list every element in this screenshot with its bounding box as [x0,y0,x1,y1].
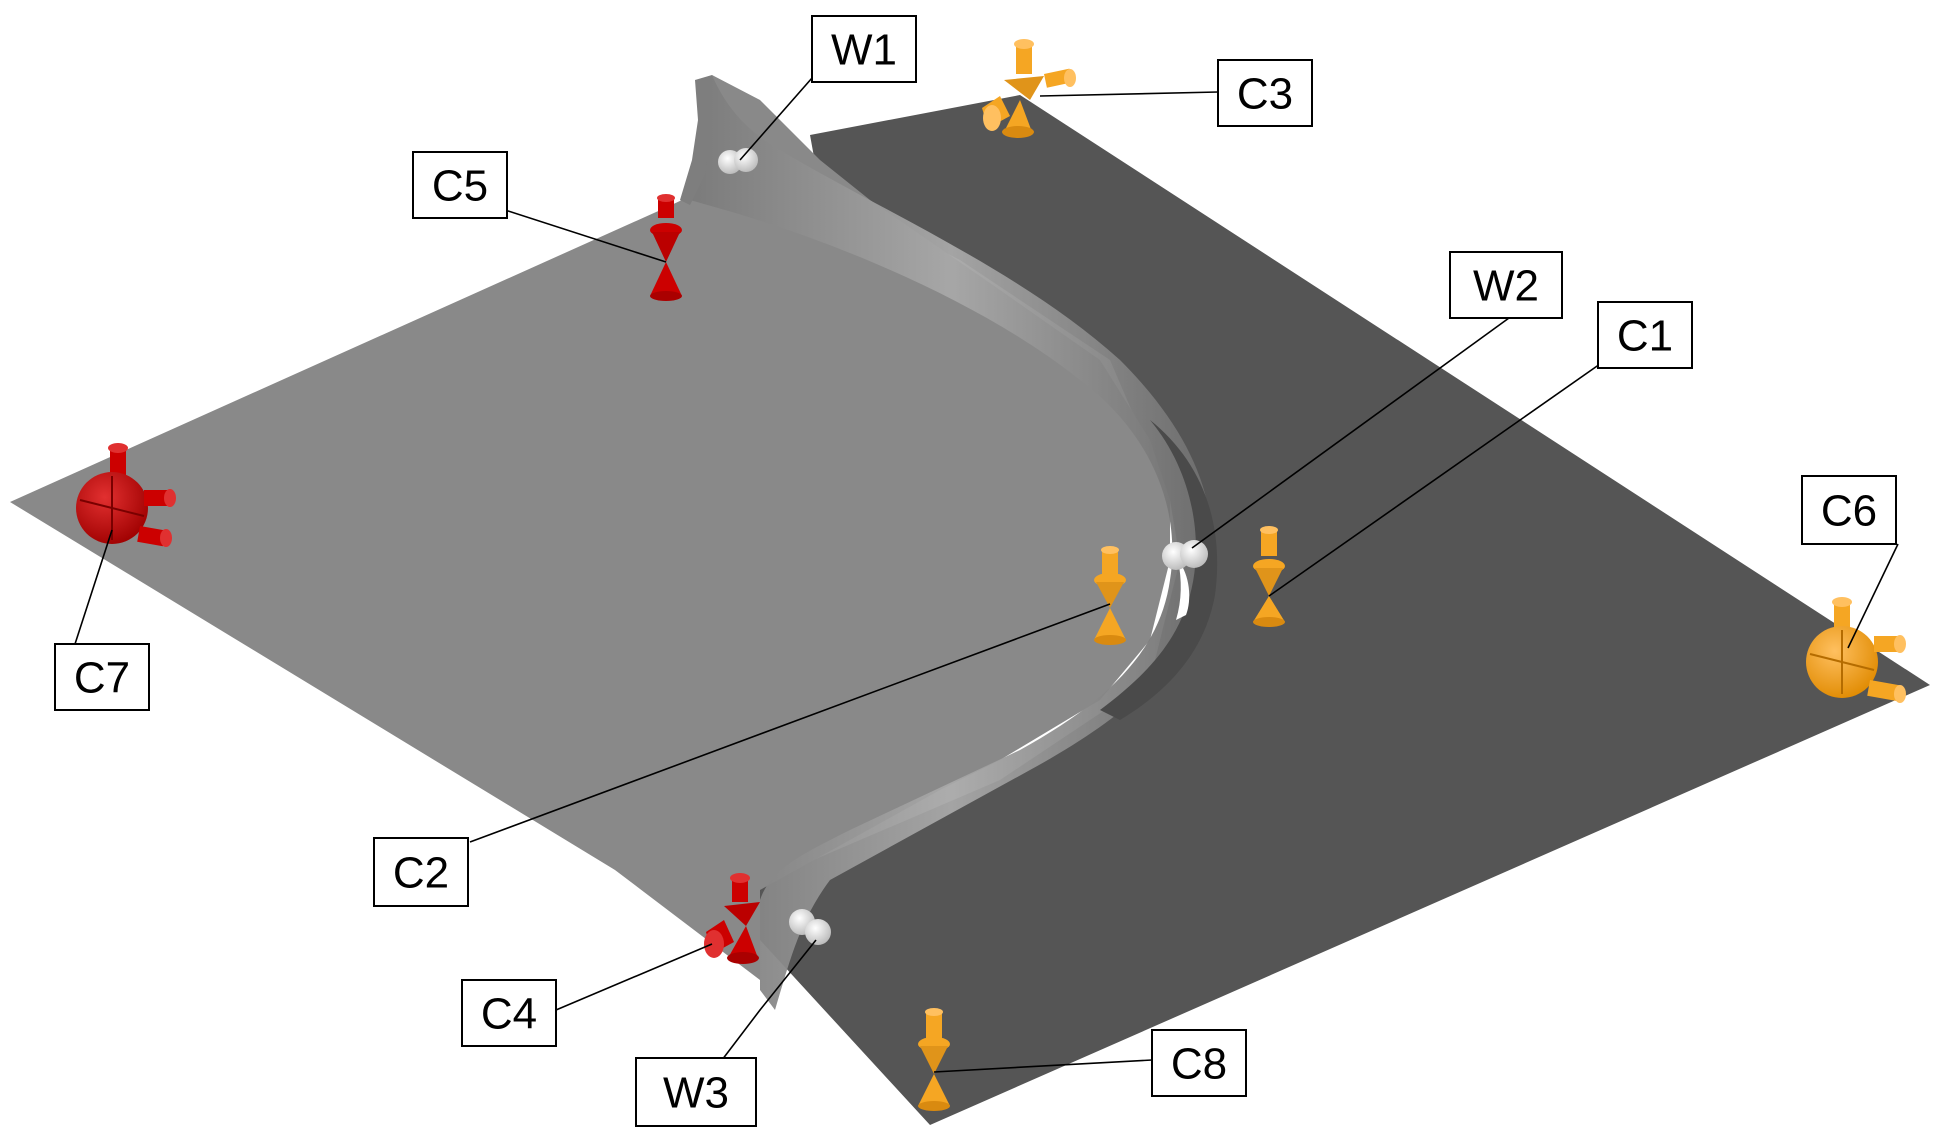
clamp-c1-icon [1253,526,1285,627]
clamp-c8-icon [918,1008,950,1111]
leader-w3 [721,939,817,1061]
weld-point-w3 [789,909,831,945]
svg-text:C4: C4 [481,990,537,1039]
clamp-c3-icon [982,39,1076,138]
label-w3: W3 [635,1057,757,1127]
clamp-c5-icon [650,194,682,301]
right-sheet-panel [755,95,1930,1125]
svg-text:W3: W3 [663,1069,729,1118]
svg-text:C7: C7 [74,654,130,703]
leader-w1 [739,77,813,161]
flange-shadow [1100,420,1218,720]
leader-c3 [1039,91,1219,97]
label-c1: C1 [1597,301,1693,369]
label-c5: C5 [412,151,508,219]
label-c3: C3 [1217,59,1313,127]
gap-notch [1176,560,1190,620]
svg-text:W1: W1 [831,26,897,75]
leader-c6 [1847,543,1899,649]
svg-text:C8: C8 [1171,1040,1227,1089]
svg-text:C1: C1 [1617,312,1673,361]
left-sheet-panel [10,75,1170,980]
leader-w2 [1191,309,1521,549]
svg-text:W2: W2 [1473,262,1539,311]
label-w1: W1 [811,15,917,83]
leader-c2 [469,603,1111,843]
weld-point-w2 [1162,540,1208,570]
svg-text:C5: C5 [432,162,488,211]
clamp-c7-icon [76,443,176,547]
flange-top-tip [680,75,712,205]
leader-c4 [555,943,713,1011]
svg-text:C3: C3 [1237,70,1293,119]
label-c7: C7 [54,643,150,711]
label-c4: C4 [461,979,557,1047]
label-w2: W2 [1449,251,1563,319]
svg-text:C6: C6 [1821,487,1877,536]
leader-c1 [1268,363,1601,597]
label-c6: C6 [1801,475,1897,545]
leader-c7 [74,529,113,645]
leader-c5 [504,209,667,263]
clamp-c2-icon [1094,546,1126,645]
weld-point-w1 [718,148,758,174]
leader-c8 [933,1059,1153,1073]
label-c2: C2 [373,837,469,907]
clamp-c6-icon [1806,597,1906,703]
clamp-c4-icon [704,873,760,964]
label-c8: C8 [1151,1029,1247,1097]
svg-text:C2: C2 [393,849,449,898]
